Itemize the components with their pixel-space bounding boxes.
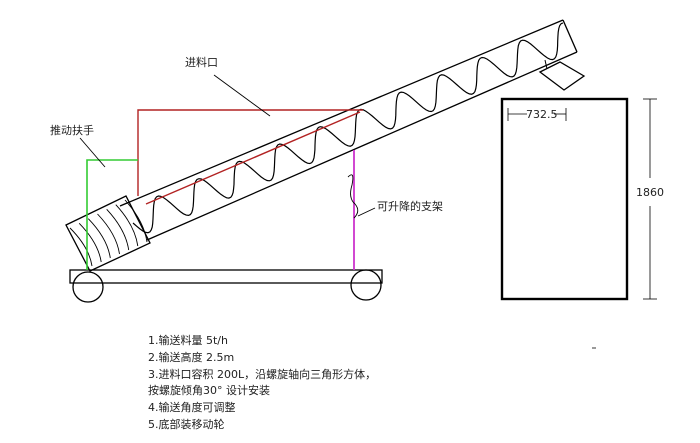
handle-label: 推动扶手 <box>50 123 94 137</box>
base-frame <box>69 269 383 303</box>
height-dimension-text: 1860 <box>636 186 664 199</box>
discharge-outlet <box>538 61 586 91</box>
feed-hopper-bottom <box>145 111 361 205</box>
support-break-symbol <box>347 174 359 219</box>
inlet-leader <box>213 74 271 117</box>
width-dimension-text: 732.5 <box>526 108 558 121</box>
height-dimension <box>643 98 657 300</box>
drive-box-hatching <box>69 199 148 267</box>
front-wheel <box>72 271 104 303</box>
support-leader <box>357 207 376 217</box>
tube-bottom-line <box>146 51 578 241</box>
screw-helix <box>132 22 564 234</box>
tube-top-line <box>119 19 564 207</box>
push-handle <box>86 159 138 270</box>
spec-note: 4.输送角度可调整 <box>148 401 236 415</box>
width-dimension <box>507 108 567 121</box>
conveyor-tube <box>119 19 578 241</box>
spec-note: 5.底部装移动轮 <box>148 417 225 431</box>
rear-wheel <box>350 269 382 301</box>
spec-notes: 1.输送料量 5t/h 2.输送高度 2.5m 3.进料口容积 200L，沿螺旋… <box>148 333 376 434</box>
base-beam <box>69 269 383 284</box>
handle-leader <box>79 137 106 168</box>
storage-bin <box>500 97 629 301</box>
drive-box <box>65 195 151 272</box>
spec-note: 1.输送料量 5t/h <box>148 334 228 347</box>
spec-note: 3.进料口容积 200L，沿螺旋轴向三角形方体， <box>148 367 377 381</box>
tube-end-cap <box>562 19 578 53</box>
support-label: 可升降的支架 <box>377 199 443 213</box>
spec-note: 按螺旋倾角30° 设计安装 <box>148 384 270 398</box>
inlet-label: 进料口 <box>185 55 218 69</box>
spec-note: 2.输送高度 2.5m <box>148 350 235 364</box>
feed-hopper <box>137 109 363 196</box>
discharge-neck <box>544 59 548 70</box>
